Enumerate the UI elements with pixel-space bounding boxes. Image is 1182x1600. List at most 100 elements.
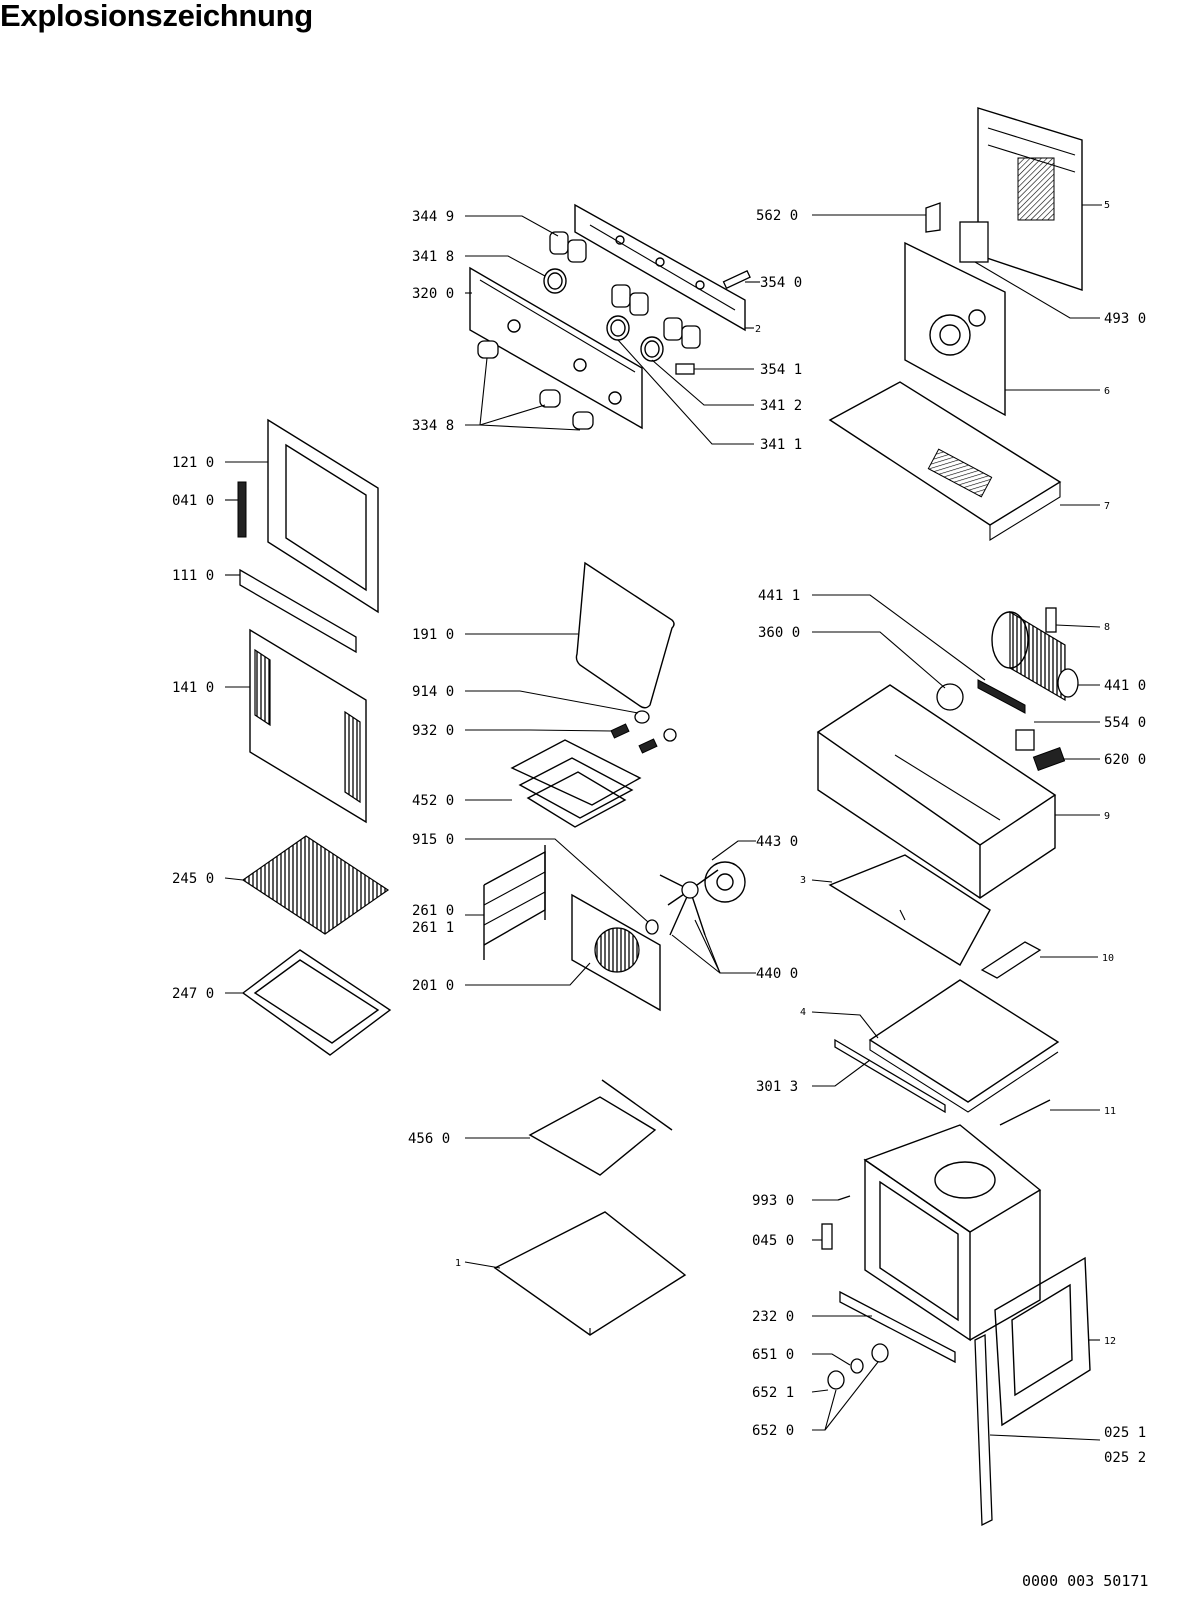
callout-932-0: 932 0 xyxy=(412,723,454,739)
callout-341-2: 341 2 xyxy=(760,398,802,414)
part-housing-frame xyxy=(816,684,1057,899)
callout-452-0: 452 0 xyxy=(412,793,454,809)
part-fan-cover xyxy=(904,241,1006,417)
callout-456-0: 456 0 xyxy=(408,1131,450,1147)
part-554-0 xyxy=(1015,729,1035,751)
part-rear-wall xyxy=(571,893,661,1012)
part-bracket-8 xyxy=(1045,607,1057,633)
callout-493-0: 493 0 xyxy=(1104,311,1146,327)
callout-labels: 344 9 341 8 320 0 334 8 562 0 354 0 2 35… xyxy=(172,200,1146,1466)
part-heating-element xyxy=(510,739,642,828)
part-control-panel xyxy=(469,266,643,430)
part-oven-cavity xyxy=(863,1124,1042,1342)
part-spring-932-0 xyxy=(610,723,630,739)
part-thermostat xyxy=(959,221,989,263)
part-rotisserie xyxy=(528,1079,673,1176)
callout-025-1: 025 1 xyxy=(1104,1425,1146,1441)
callout-191-0: 191 0 xyxy=(412,627,454,643)
callout-4: 4 xyxy=(800,1007,806,1018)
part-knobs xyxy=(477,340,594,430)
part-baking-tray xyxy=(241,949,392,1056)
part-354-1 xyxy=(675,363,695,375)
callout-8: 8 xyxy=(1104,622,1110,633)
callout-261-0: 261 0 xyxy=(412,903,454,919)
part-993-0 xyxy=(837,1195,851,1201)
callout-1: 1 xyxy=(455,1258,461,1269)
part-hinge xyxy=(237,481,247,538)
callout-354-1: 354 1 xyxy=(760,362,802,378)
callout-344-9: 344 9 xyxy=(412,209,454,225)
part-terminal-441-1 xyxy=(977,679,1026,714)
part-outer-door xyxy=(249,628,367,824)
callout-201-0: 201 0 xyxy=(412,978,454,994)
part-plate-4 xyxy=(868,979,1060,1113)
part-pin-354-0 xyxy=(722,270,751,290)
callout-11: 11 xyxy=(1104,1106,1116,1117)
page-title: Explosionszeichnung xyxy=(0,0,313,33)
callout-562-0: 562 0 xyxy=(756,208,798,224)
callout-320-0: 320 0 xyxy=(412,286,454,302)
part-fan xyxy=(659,861,746,936)
callout-620-0: 620 0 xyxy=(1104,752,1146,768)
part-360-0 xyxy=(936,683,964,711)
part-651-0 xyxy=(850,1358,864,1374)
part-grid-shelf xyxy=(241,835,390,935)
callout-360-0: 360 0 xyxy=(758,625,800,641)
callout-232-0: 232 0 xyxy=(752,1309,794,1325)
callout-652-0: 652 0 xyxy=(752,1423,794,1439)
callout-554-0: 554 0 xyxy=(1104,715,1146,731)
part-562-0 xyxy=(925,202,941,233)
part-bottom-tray xyxy=(493,1211,687,1336)
part-gasket xyxy=(575,561,675,709)
callout-441-1: 441 1 xyxy=(758,588,800,604)
parts xyxy=(237,107,1091,1527)
callout-993-0: 993 0 xyxy=(752,1193,794,1209)
part-top-plate xyxy=(828,381,1062,541)
callout-10: 10 xyxy=(1102,953,1114,964)
callout-440-0: 440 0 xyxy=(756,966,798,982)
part-strip-232-0 xyxy=(839,1290,956,1364)
callout-261-1: 261 1 xyxy=(412,920,454,936)
callout-7: 7 xyxy=(1104,501,1110,512)
part-rear-panel xyxy=(977,107,1083,291)
callout-025-2: 025 2 xyxy=(1104,1450,1146,1466)
part-strip-301-3 xyxy=(834,1038,946,1114)
callout-914-0: 914 0 xyxy=(412,684,454,700)
part-10 xyxy=(980,941,1042,979)
part-control-bracket xyxy=(574,203,746,332)
callout-354-0: 354 0 xyxy=(760,275,802,291)
part-914-0 xyxy=(634,710,650,724)
callout-6: 6 xyxy=(1104,386,1110,397)
part-fan-motor xyxy=(991,610,1079,702)
callout-651-0: 651 0 xyxy=(752,1347,794,1363)
part-652-1 xyxy=(827,1370,845,1390)
callout-341-8: 341 8 xyxy=(412,249,454,265)
callout-9: 9 xyxy=(1104,811,1110,822)
part-rod-11 xyxy=(999,1099,1051,1126)
callout-443-0: 443 0 xyxy=(756,834,798,850)
part-ring-341-2 xyxy=(640,336,664,362)
part-620-0 xyxy=(1032,746,1066,772)
callout-247-0: 247 0 xyxy=(172,986,214,1002)
part-ring-341-8 xyxy=(543,268,567,294)
part-side-strip-025 xyxy=(974,1333,993,1527)
part-side-rack xyxy=(483,845,546,960)
callout-915-0: 915 0 xyxy=(412,832,454,848)
part-switches xyxy=(549,231,701,349)
leader-lines xyxy=(224,204,1102,1441)
callout-041-0: 041 0 xyxy=(172,493,214,509)
callout-652-1: 652 1 xyxy=(752,1385,794,1401)
callout-3: 3 xyxy=(800,875,806,886)
callout-441-0: 441 0 xyxy=(1104,678,1146,694)
part-plate-3 xyxy=(828,854,991,966)
callout-121-0: 121 0 xyxy=(172,455,214,471)
callout-141-0: 141 0 xyxy=(172,680,214,696)
part-door-frame xyxy=(267,418,379,614)
callout-2: 2 xyxy=(755,324,761,335)
callout-045-0: 045 0 xyxy=(752,1233,794,1249)
callout-334-8: 334 8 xyxy=(412,418,454,434)
callout-5: 5 xyxy=(1104,200,1110,211)
part-045-0 xyxy=(821,1223,833,1250)
